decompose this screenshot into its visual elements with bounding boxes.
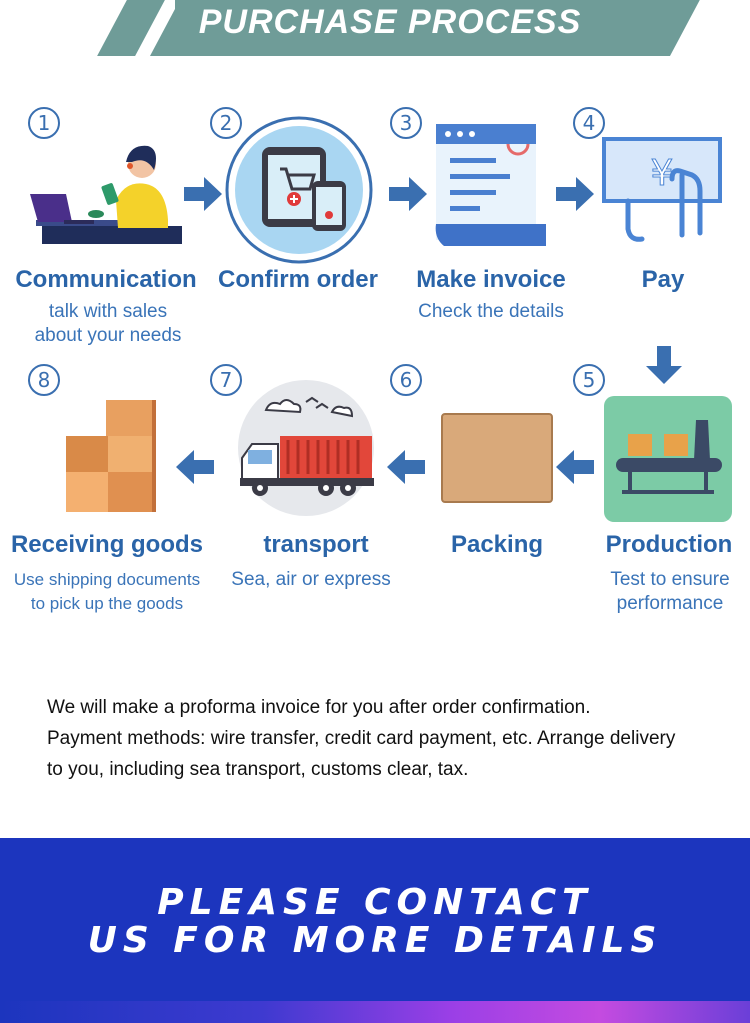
- step-title-6: Packing: [450, 531, 544, 558]
- step-title-2: Confirm order: [217, 266, 378, 293]
- delivery-truck-icon: [238, 380, 374, 516]
- arrow-left-icon: [556, 450, 594, 484]
- step-number-5: 5: [573, 364, 605, 396]
- step-desc-line: Use shipping documents: [13, 570, 201, 589]
- cardboard-box-icon: [441, 413, 553, 503]
- step-desc-line: about your needs: [34, 325, 182, 346]
- contact-line: US FOR MORE DETAILS: [87, 920, 663, 961]
- conveyor-belt-icon: [604, 396, 732, 522]
- step-title-3: Make invoice: [416, 266, 566, 293]
- step-number-8: 8: [28, 364, 60, 396]
- step-desc-5: Test to ensure performance: [592, 568, 748, 616]
- arrow-right-icon: [389, 177, 427, 211]
- page-title: PURCHASE PROCESS: [198, 3, 582, 41]
- arrow-right-icon: [184, 177, 222, 211]
- step-desc-1: talk with sales about your needs: [8, 300, 208, 348]
- info-line: Payment methods: wire transfer, credit c…: [47, 728, 676, 749]
- step-title-1: Communication: [15, 266, 197, 293]
- step-desc-3: Check the details: [392, 300, 590, 324]
- step-desc-8: Use shipping documents to pick up the go…: [6, 568, 208, 616]
- step-desc-line: Check the details: [418, 301, 564, 322]
- step-title-8: Receiving goods: [10, 531, 204, 558]
- banner-stripe: [175, 0, 667, 56]
- svg-text:¥: ¥: [651, 153, 674, 194]
- info-text: We will make a proforma invoice for you …: [47, 692, 737, 785]
- step-number-2: 2: [210, 107, 242, 139]
- shopping-cart-devices-icon: [225, 116, 373, 264]
- arrow-down-icon: [646, 346, 682, 384]
- step-desc-line: Sea, air or express: [231, 569, 391, 590]
- arrow-left-icon: [176, 450, 214, 484]
- step-title-4: Pay: [641, 266, 685, 293]
- step-number-1: 1: [28, 107, 60, 139]
- step-number-3: 3: [390, 107, 422, 139]
- step-title-7: transport: [263, 531, 369, 558]
- step-number-7: 7: [210, 364, 242, 396]
- step-desc-line: Test to ensure: [610, 569, 730, 590]
- step-desc-line: performance: [616, 593, 724, 614]
- contact-line: PLEASE CONTACT: [157, 882, 593, 923]
- customer-service-icon: [30, 145, 182, 244]
- contact-banner: PLEASE CONTACT US FOR MORE DETAILS: [0, 838, 750, 1023]
- stacked-boxes-icon: [66, 400, 156, 512]
- info-line: We will make a proforma invoice for you …: [47, 697, 591, 718]
- arrow-left-icon: [387, 450, 425, 484]
- step-number-4: 4: [573, 107, 605, 139]
- contact-text: PLEASE CONTACT US FOR MORE DETAILS: [0, 884, 750, 960]
- step-desc-7: Sea, air or express: [214, 568, 408, 592]
- info-line: to you, including sea transport, customs…: [47, 759, 469, 780]
- step-title-5: Production: [605, 531, 733, 558]
- step-desc-line: talk with sales: [48, 301, 168, 322]
- header-banner: PURCHASE PROCESS: [0, 0, 750, 60]
- arrow-right-icon: [556, 177, 594, 211]
- gradient-bar: [0, 1001, 750, 1023]
- invoice-icon: [435, 124, 546, 246]
- payment-icon: ¥: [602, 137, 722, 242]
- step-desc-line: to pick up the goods: [30, 594, 184, 613]
- step-number-6: 6: [390, 364, 422, 396]
